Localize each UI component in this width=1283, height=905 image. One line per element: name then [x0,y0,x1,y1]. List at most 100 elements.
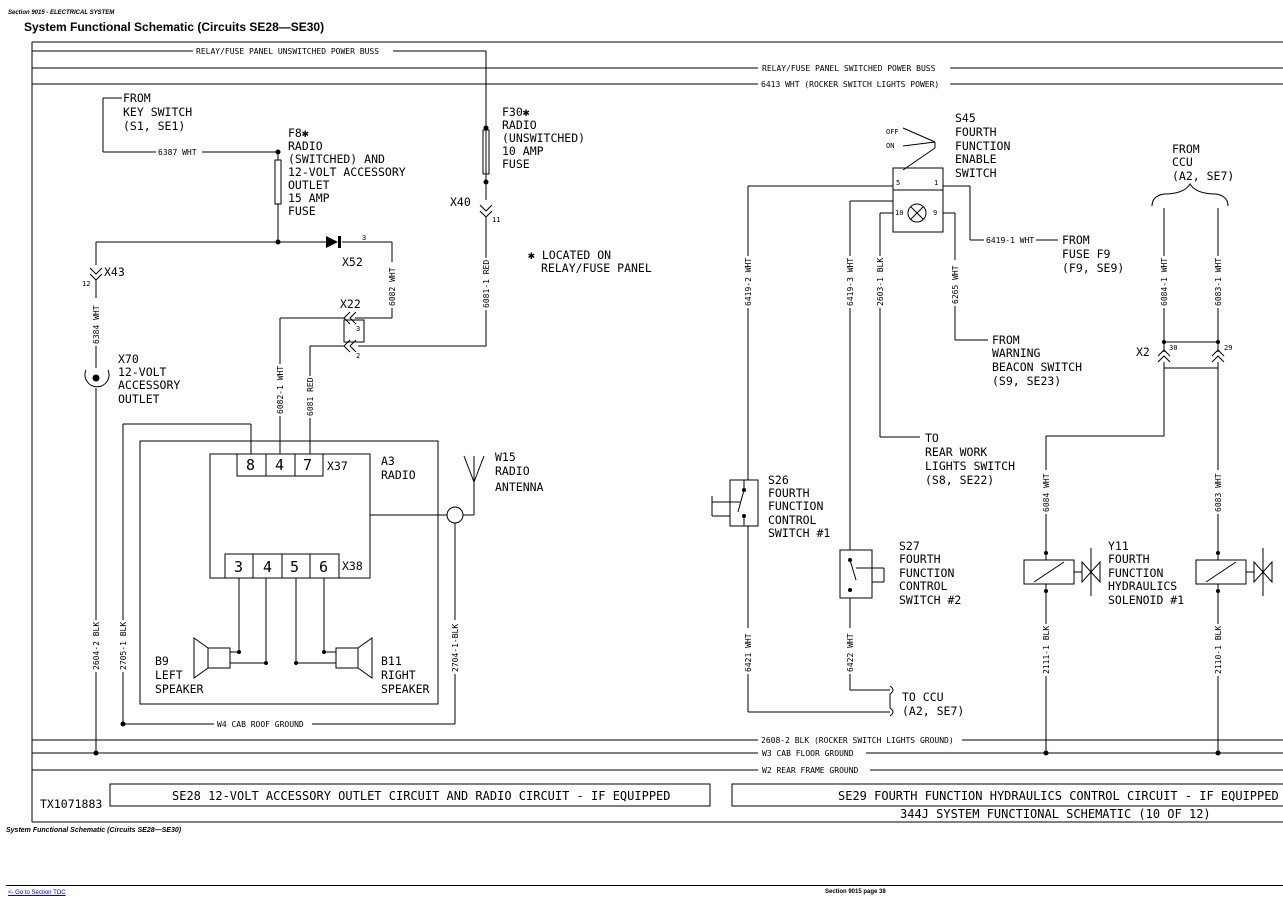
s45-on: ON [886,142,894,150]
se28-title: SE28 12-VOLT ACCESSORY OUTLET CIRCUIT AN… [172,789,671,803]
x70-label-3: ACCESSORY [118,378,180,392]
from-key-line-1: FROM [123,91,151,105]
lights-ground-label: 2608-2 BLK (ROCKER SWITCH LIGHTS GROUND) [761,736,954,745]
x38-label: X38 [342,559,363,573]
f30-label-5: FUSE [502,157,530,171]
b11-label-2: RIGHT [381,668,416,682]
f8-label-1: F8✱ [288,126,309,140]
x22-label: X22 [340,297,361,311]
x40-label: X40 [450,195,471,209]
x2-label: X2 [1136,345,1150,359]
x2-pin-29: 29 [1224,344,1232,352]
wire-6422: 6422 WHT [846,633,855,672]
wire-6084: 6084 WHT [1042,473,1051,512]
f8-label-6: 15 AMP [288,191,330,205]
x22-pin-2: 2 [356,352,360,360]
wire-2111-1: 2111-1 BLK [1042,626,1051,674]
wire-6082-1: 6082-1 WHT [276,366,285,414]
from-fuse-2: FUSE F9 [1062,247,1111,261]
tx-code: TX1071883 [40,797,102,811]
b9-label-3: SPEAKER [155,682,204,696]
x70-label-1: X70 [118,352,139,366]
x37-label: X37 [327,459,348,473]
s45-off: OFF [886,128,899,136]
x70-label-2: 12-VOLT [118,365,167,379]
y11-label-2: FOURTH [1108,552,1150,566]
section-toc-link[interactable]: <- Go to Section TOC [8,890,66,896]
s26-label-2: FOURTH [768,486,810,500]
unswitched-buss-label: RELAY/FUSE PANEL UNSWITCHED POWER BUSS [196,47,379,56]
s45-pin-1: 1 [934,179,938,187]
s26-label-5: SWITCH #1 [768,526,830,540]
to-rear-work-1: TO [925,431,939,445]
x38-pin-5: 5 [290,558,299,576]
x52-label: X52 [342,255,363,269]
cab-floor-ground-label: W3 CAB FLOOR GROUND [762,749,854,758]
s45-label-2: FOURTH [955,125,997,139]
x52-pin: 3 [362,234,366,242]
x70-label-4: OUTLET [118,392,160,406]
wire-2604-2: 2604-2 BLK [92,622,101,670]
from-beacon-1: FROM [992,333,1020,347]
located-note-1: ✱ LOCATED ON [528,248,611,262]
wire-2705-1: 2705-1 BLK [119,622,128,670]
from-key-line-2: KEY SWITCH [123,105,192,119]
wire-6081-1: 6081-1 RED [482,260,491,308]
x38-pin-6: 6 [319,558,328,576]
wire-6084-1: 6084-1 WHT [1160,258,1169,306]
b11-label-1: B11 [381,654,402,668]
wire-2110-1: 2110-1 BLK [1214,626,1223,674]
schematic-page-label: 344J SYSTEM FUNCTIONAL SCHEMATIC (10 OF … [900,807,1211,821]
wire-6083: 6083 WHT [1214,473,1223,512]
x22-pin-3: 3 [356,325,360,333]
s45-label-5: SWITCH [955,166,997,180]
from-key-line-3: (S1, SE1) [123,119,185,133]
wire-6082: 6082 WHT [388,267,397,306]
footer-divider [6,885,1283,886]
from-ccu-1: FROM [1172,142,1200,156]
s45-label-3: FUNCTION [955,139,1010,153]
w15-label-1: W15 [495,450,516,464]
x37-pin-8: 8 [246,456,255,474]
se29-title: SE29 FOURTH FUNCTION HYDRAULICS CONTROL … [838,789,1279,803]
y11-label-5: SOLENOID #1 [1108,593,1184,607]
f30-label-2: RADIO [502,118,537,132]
wire-6419-2: 6419-2 WHT [744,258,753,306]
x37-pin-4: 4 [275,456,284,474]
wire-6387: 6387 WHT [158,148,197,157]
from-beacon-3: BEACON SWITCH [992,360,1082,374]
wire-2704-1: 2704-1-BLK [451,624,460,672]
s45-label-1: S45 [955,111,976,125]
cab-roof-ground-label: W4 CAB ROOF GROUND [217,720,304,729]
from-beacon-4: (S9, SE23) [992,374,1061,388]
rear-frame-ground-label: W2 REAR FRAME GROUND [762,766,859,775]
f8-label-4: 12-VOLT ACCESSORY [288,165,406,179]
s45-pin-5: 5 [896,179,900,187]
s45-pin-10: 10 [895,209,903,217]
wire-6419-1: 6419-1 WHT [986,236,1034,245]
wire-6083-1: 6083-1 WHT [1214,258,1223,306]
s27-label-2: FOURTH [899,552,941,566]
f8-label-7: FUSE [288,204,316,218]
figure-caption: System Functional Schematic (Circuits SE… [6,827,182,834]
to-rear-work-3: LIGHTS SWITCH [925,459,1015,473]
s45-label-4: ENABLE [955,152,997,166]
from-beacon-2: WARNING [992,346,1041,360]
to-rear-work-4: (S8, SE22) [925,473,994,487]
wire-6419-3: 6419-3 WHT [846,258,855,306]
w15-label-2: RADIO [495,464,530,478]
a3-label-1: A3 [381,454,395,468]
x38-pin-4: 4 [263,558,272,576]
from-fuse-1: FROM [1062,233,1090,247]
f30-label-4: 10 AMP [502,144,544,158]
to-ccu-2: (A2, SE7) [902,704,964,718]
to-rear-work-2: REAR WORK [925,445,987,459]
wire-2603-1: 2603-1 BLK [876,258,885,306]
page-title: System Functional Schematic (Circuits SE… [24,20,325,34]
s27-label-1: S27 [899,539,920,553]
lights-power-label: 6413 WHT (ROCKER SWITCH LIGHTS POWER) [761,80,939,89]
wire-6265: 6265 WHT [951,265,960,304]
x40-pin: 11 [492,216,500,224]
s27-label-4: CONTROL [899,579,948,593]
from-fuse-3: (F9, SE9) [1062,261,1124,275]
